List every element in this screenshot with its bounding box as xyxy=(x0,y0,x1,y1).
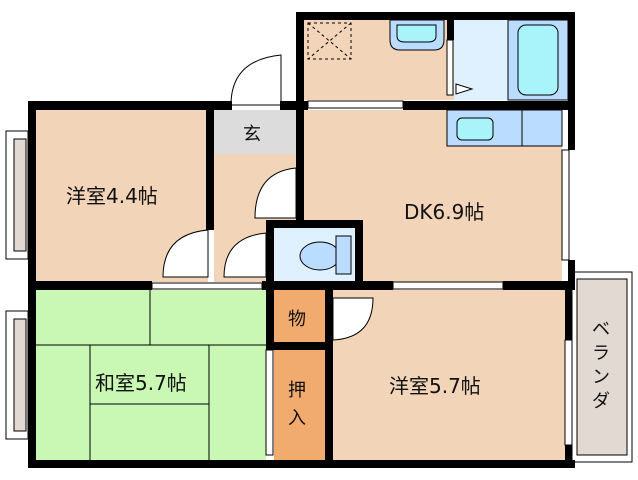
closet-label-2: 入 xyxy=(288,408,306,429)
washing-machine-space xyxy=(307,22,352,60)
japanese-room xyxy=(36,290,266,460)
storage-label: 物 xyxy=(288,309,306,330)
wall xyxy=(447,20,454,40)
western-room-4-4-label: 洋室4.4帖 xyxy=(66,184,158,208)
wall xyxy=(325,290,333,467)
wall xyxy=(266,220,274,350)
wall xyxy=(266,220,362,228)
wall xyxy=(568,12,575,150)
balcony-label: ベランダ xyxy=(592,319,610,412)
wall xyxy=(565,290,572,340)
wall xyxy=(568,260,575,290)
entrance-label: 玄 xyxy=(243,124,261,145)
wall xyxy=(503,281,575,290)
wall xyxy=(262,281,393,290)
closet-label-1: 押 xyxy=(288,380,306,401)
entrance-door xyxy=(230,54,282,106)
wall xyxy=(274,342,325,350)
wall xyxy=(296,12,304,228)
western-room-5-7 xyxy=(333,290,565,460)
dk-label: DK6.9帖 xyxy=(404,200,485,224)
wall xyxy=(206,110,214,230)
wall xyxy=(565,445,572,468)
wall xyxy=(280,101,308,110)
wall xyxy=(403,101,575,110)
western-room-5-7-label: 洋室5.7帖 xyxy=(389,374,481,398)
wall xyxy=(28,101,232,110)
wall xyxy=(28,460,575,468)
japanese-room-label: 和室5.7帖 xyxy=(95,371,187,395)
closet-room xyxy=(274,350,325,460)
wall xyxy=(28,281,152,290)
wall xyxy=(355,220,363,282)
storage-room xyxy=(274,290,325,342)
entrance-area xyxy=(214,110,296,154)
wall xyxy=(296,12,575,20)
